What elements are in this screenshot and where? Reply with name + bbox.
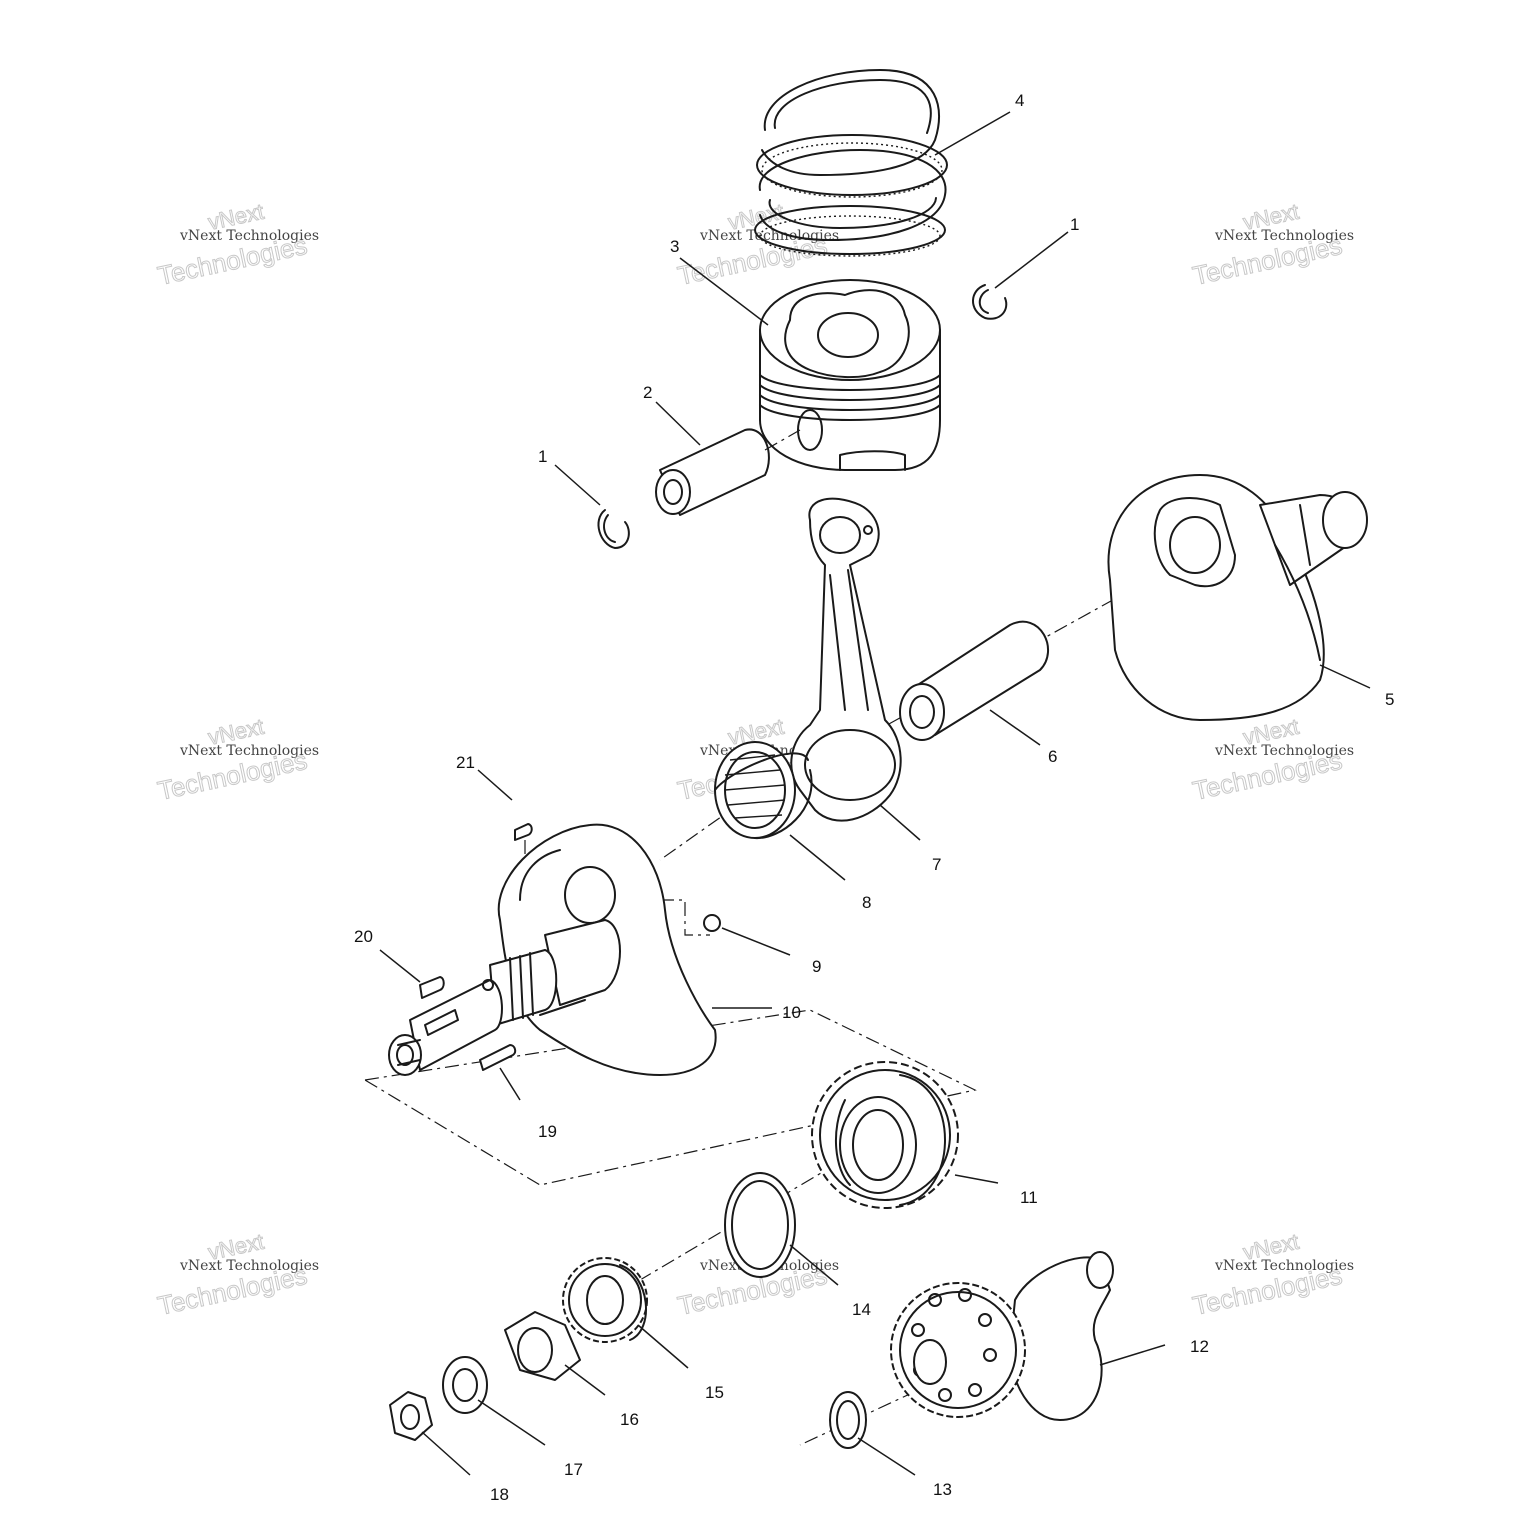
watermark: vNext vNext Technologies Technologies — [155, 713, 320, 806]
watermark: vNext vNext Technologies Technologies — [155, 198, 320, 291]
watermark-text: vNext Technologies — [1214, 743, 1354, 759]
crank-pin — [899, 620, 1050, 741]
callout-20: 20 — [354, 927, 373, 946]
callout-1-lower: 1 — [538, 447, 547, 466]
piston — [759, 279, 941, 471]
circlip-upper — [972, 284, 1008, 320]
callout-12: 12 — [1190, 1337, 1209, 1356]
callout-6: 6 — [1048, 747, 1057, 766]
callout-17: 17 — [564, 1460, 583, 1479]
woodruff-key-20 — [419, 976, 445, 999]
flat-washer — [442, 1356, 488, 1414]
needle-bearing — [714, 741, 813, 840]
callout-9: 9 — [812, 957, 821, 976]
cam-sprocket — [562, 1257, 648, 1343]
callout-2: 2 — [643, 383, 652, 402]
piston-pin — [655, 428, 801, 516]
watermark: vNext vNext Technologies Technologies — [1190, 198, 1355, 291]
callout-21: 21 — [456, 753, 475, 772]
watermark-text: vNext Technologies — [179, 743, 319, 759]
woodruff-key-21 — [514, 823, 533, 841]
callout-1-upper: 1 — [1070, 215, 1079, 234]
crankshaft-right-half — [1107, 474, 1368, 721]
callout-13: 13 — [933, 1480, 952, 1499]
watermark-text: vNext Technologies — [1214, 1258, 1354, 1274]
callout-19: 19 — [538, 1122, 557, 1141]
lock-nut — [504, 1311, 581, 1381]
callout-14: 14 — [852, 1300, 871, 1319]
watermark-text: vNext Technologies — [179, 1258, 319, 1274]
steel-ball — [703, 914, 721, 932]
watermark-text: vNext Technologies — [699, 228, 839, 244]
callout-5: 5 — [1385, 690, 1394, 709]
crankshaft-left-half — [388, 823, 717, 1076]
hex-nut — [389, 1391, 433, 1441]
callout-15: 15 — [705, 1383, 724, 1402]
callout-10: 10 — [782, 1003, 801, 1022]
callout-8: 8 — [862, 893, 871, 912]
callout-16: 16 — [620, 1410, 639, 1429]
watermark: vNext vNext Technologies Technologies — [1190, 1228, 1355, 1321]
dowel-pin — [479, 1044, 517, 1071]
watermark-text: vNext Technologies — [179, 228, 319, 244]
watermark-text: vNext Technologies — [1214, 228, 1354, 244]
callout-11: 11 — [1020, 1188, 1038, 1207]
callout-4: 4 — [1015, 91, 1024, 110]
watermark: vNext vNext Technologies Technologies — [1190, 713, 1355, 806]
callout-7: 7 — [932, 855, 941, 874]
shaft-washer — [829, 1391, 867, 1449]
connecting-rod — [790, 497, 902, 822]
thrust-washer — [724, 1172, 796, 1278]
callout-3: 3 — [670, 237, 679, 256]
callout-labels: 4 1 3 2 1 5 6 7 8 21 9 20 10 19 11 14 12… — [354, 91, 1394, 1504]
watermark: vNext vNext Technologies Technologies — [155, 1228, 320, 1321]
drive-gear — [811, 1061, 959, 1209]
leader-lines — [379, 111, 1371, 1476]
balancer-shaft — [890, 1251, 1114, 1421]
callout-18: 18 — [490, 1485, 509, 1504]
piston-rings — [754, 69, 948, 257]
watermark: vNext vNext Technologies Technologies — [675, 198, 840, 291]
circlip-lower — [597, 509, 630, 549]
